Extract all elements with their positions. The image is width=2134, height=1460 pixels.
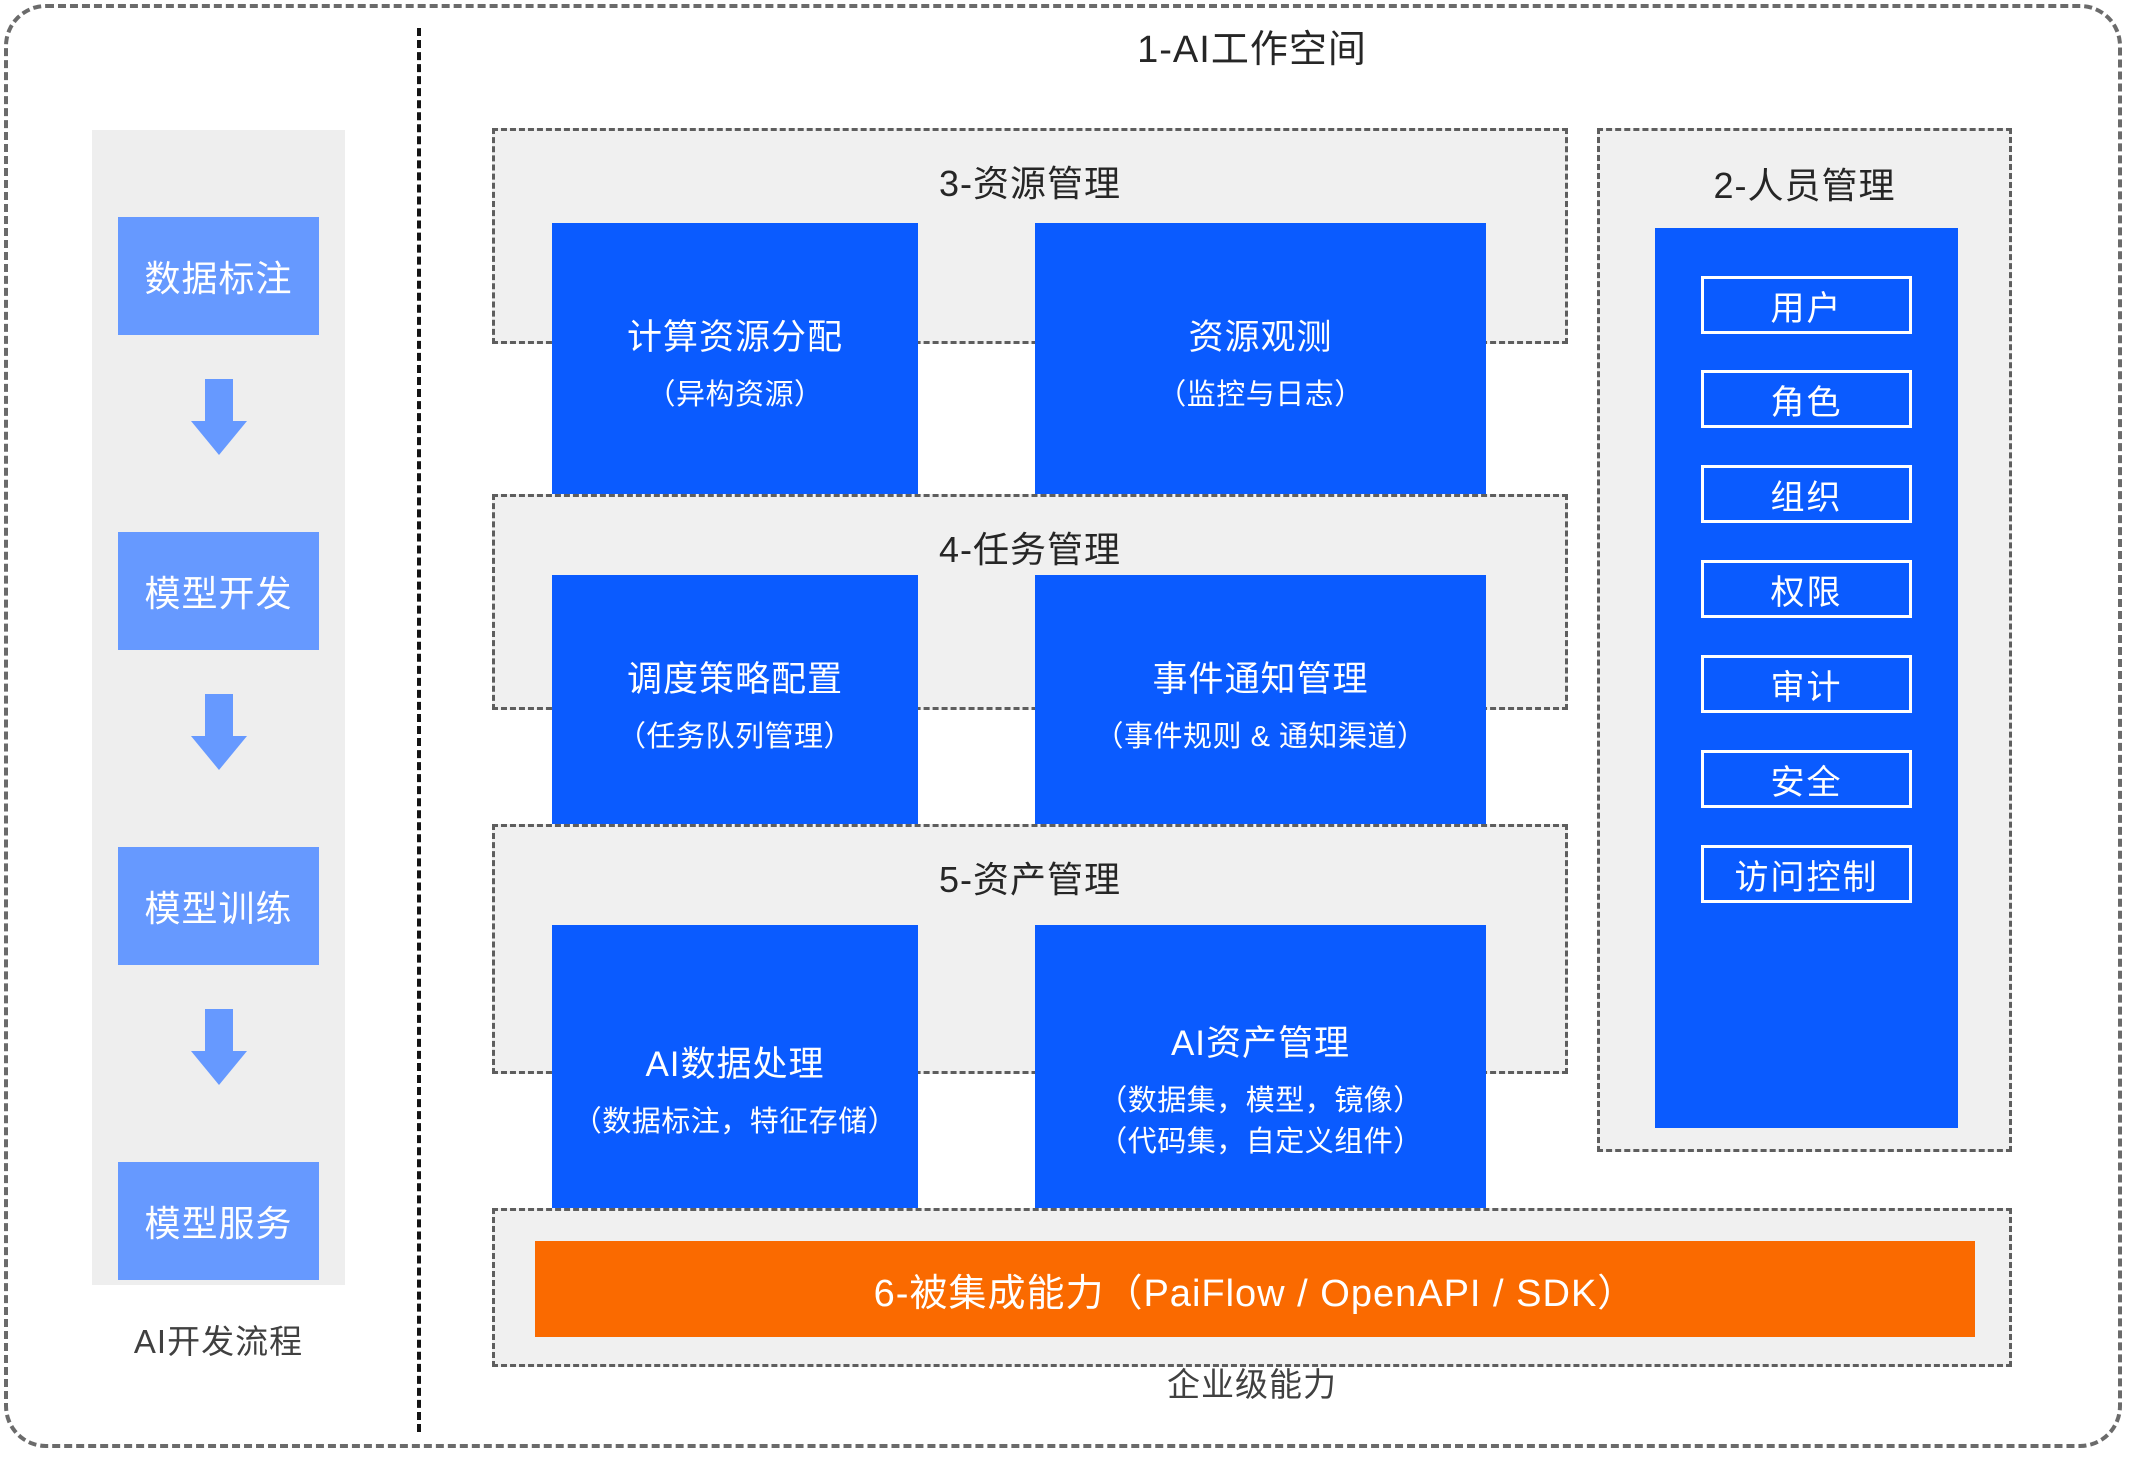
- card-subtitle: （数据标注，特征存储）: [572, 1105, 898, 1138]
- card-compute-resource-allocation[interactable]: 计算资源分配 （异构资源）: [552, 223, 918, 508]
- panel-integration-capability: 6-被集成能力（PaiFlow / OpenAPI / SDK）: [492, 1208, 2012, 1367]
- people-management-card: 用户 角色 组织 权限 审计 安全 访问控制: [1655, 228, 1958, 1128]
- people-chip-permission[interactable]: 权限: [1701, 560, 1912, 618]
- card-subtitle: （数据集，模型，镜像）: [1098, 1085, 1423, 1118]
- panel-title-task-management: 4-任务管理: [938, 529, 1121, 570]
- integration-capability-bar[interactable]: 6-被集成能力（PaiFlow / OpenAPI / SDK）: [535, 1241, 1975, 1337]
- card-scheduling-policy-config[interactable]: 调度策略配置 （任务队列管理）: [552, 575, 918, 840]
- people-chip-audit[interactable]: 审计: [1701, 655, 1912, 713]
- panel-asset-management: 5-资产管理 AI数据处理 （数据标注，特征存储） AI资产管理 （数据集，模型…: [492, 824, 1568, 1260]
- vertical-dashed-divider: [417, 28, 421, 1432]
- card-title: 计算资源分配: [626, 318, 843, 358]
- people-chip-user[interactable]: 用户: [1701, 276, 1912, 334]
- card-subtitle: （事件规则 & 通知渠道）: [1094, 720, 1427, 753]
- workspace-title: 1-AI工作空间: [1137, 29, 1367, 71]
- panel-title-people-management: 2-人员管理: [1713, 165, 1896, 206]
- people-chip-role[interactable]: 角色: [1701, 370, 1912, 428]
- ai-development-flow-column: 数据标注 模型开发 模型训练 模型服务: [92, 130, 345, 1285]
- card-subtitle-secondary: （代码集，自定义组件）: [1098, 1126, 1423, 1159]
- arrow-down-icon: [191, 1009, 247, 1085]
- people-chip-access-control[interactable]: 访问控制: [1701, 845, 1912, 903]
- card-resource-observability[interactable]: 资源观测 （监控与日志）: [1035, 223, 1486, 508]
- people-chip-security[interactable]: 安全: [1701, 750, 1912, 808]
- card-subtitle: （任务队列管理）: [616, 720, 853, 753]
- arrow-down-icon: [191, 694, 247, 770]
- panel-title-asset-management: 5-资产管理: [938, 859, 1121, 900]
- panel-task-management: 4-任务管理 调度策略配置 （任务队列管理） 事件通知管理 （事件规则 & 通知…: [492, 494, 1568, 840]
- people-chip-organization[interactable]: 组织: [1701, 465, 1912, 523]
- flow-step-data-annotation[interactable]: 数据标注: [118, 217, 319, 335]
- panel-title-resource-management: 3-资源管理: [938, 163, 1121, 204]
- card-title: AI资产管理: [1170, 1024, 1351, 1064]
- panel-resource-management: 3-资源管理 计算资源分配 （异构资源） 资源观测 （监控与日志）: [492, 128, 1568, 508]
- card-ai-data-processing[interactable]: AI数据处理 （数据标注，特征存储）: [552, 925, 918, 1260]
- enterprise-area-caption: 企业级能力: [1167, 1366, 1337, 1403]
- flow-step-model-training[interactable]: 模型训练: [118, 847, 319, 965]
- panel-people-management: 2-人员管理 用户 角色 组织 权限 审计 安全 访问控制: [1597, 128, 2012, 1152]
- arrow-down-icon: [191, 379, 247, 455]
- card-title: 调度策略配置: [626, 660, 843, 700]
- card-ai-asset-management[interactable]: AI资产管理 （数据集，模型，镜像） （代码集，自定义组件）: [1035, 925, 1486, 1260]
- flow-column-caption: AI开发流程: [133, 1323, 304, 1360]
- card-title: 资源观测: [1188, 318, 1333, 358]
- card-title: 事件通知管理: [1152, 660, 1369, 700]
- card-subtitle: （异构资源）: [646, 378, 824, 411]
- card-title: AI数据处理: [645, 1045, 825, 1085]
- flow-step-model-service[interactable]: 模型服务: [118, 1162, 319, 1280]
- card-event-notification-management[interactable]: 事件通知管理 （事件规则 & 通知渠道）: [1035, 575, 1486, 840]
- card-subtitle: （监控与日志）: [1157, 378, 1364, 411]
- flow-step-model-development[interactable]: 模型开发: [118, 532, 319, 650]
